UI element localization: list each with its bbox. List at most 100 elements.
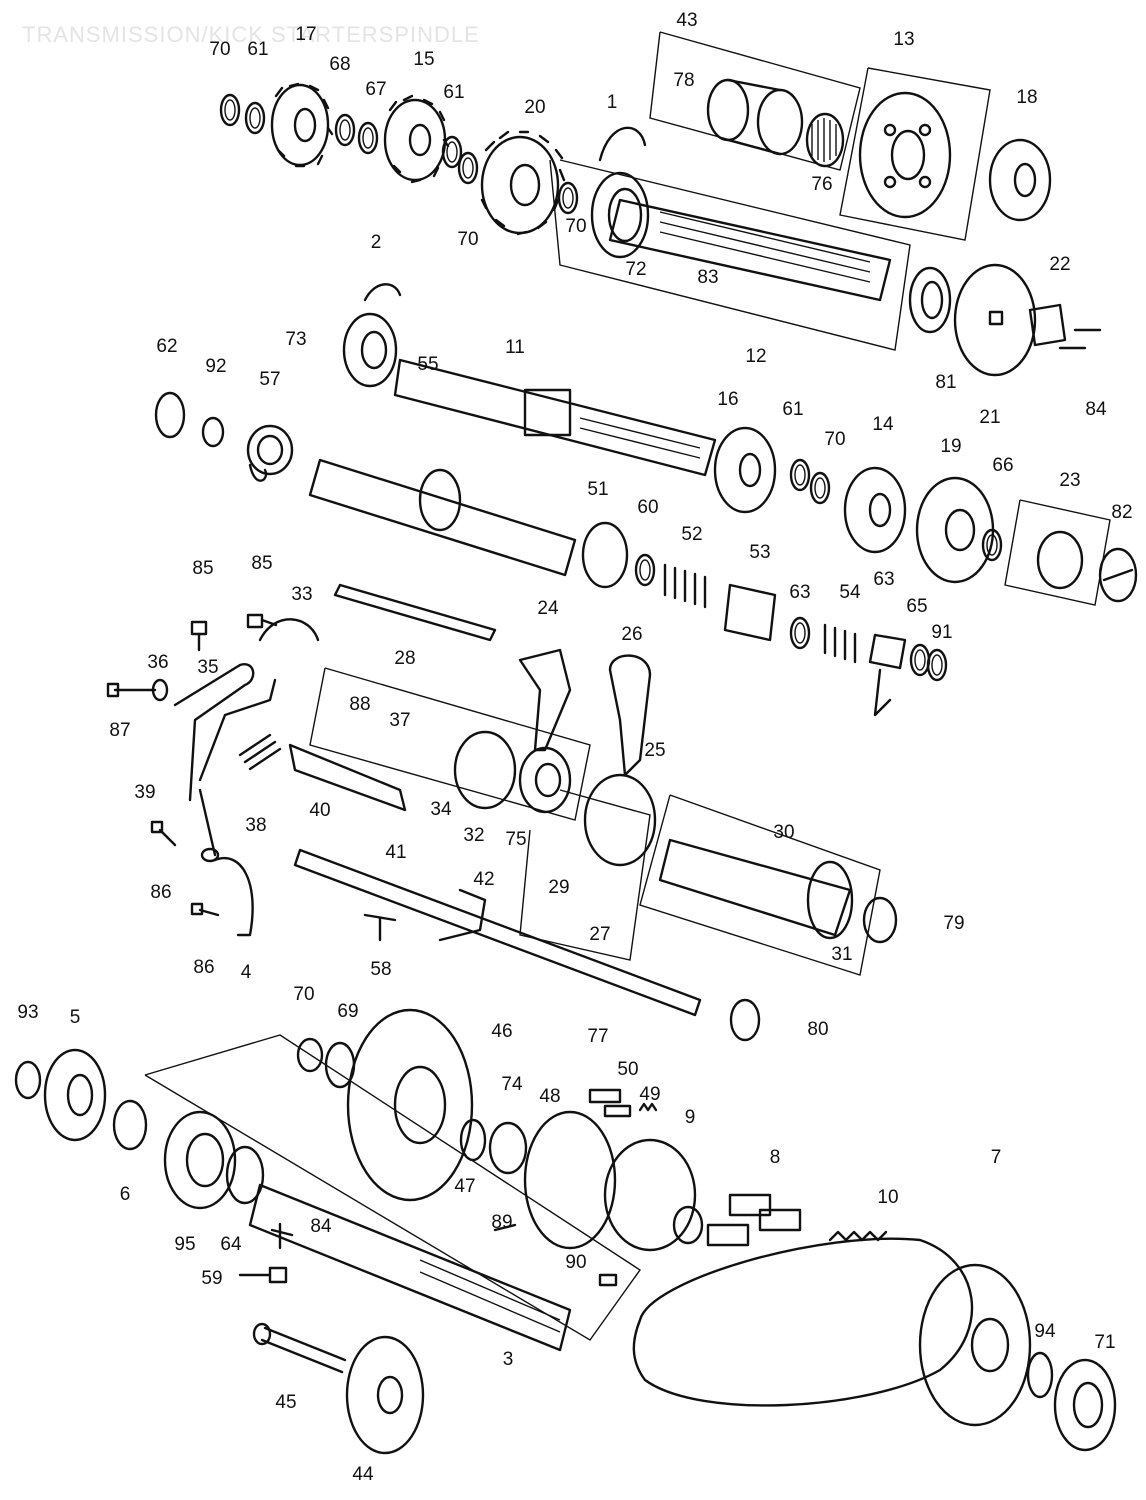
callout-60: 60 (637, 497, 658, 518)
callout-72: 72 (625, 259, 646, 280)
callout-85: 85 (192, 558, 213, 579)
ring-70-e (296, 1037, 324, 1073)
callout-62: 62 (156, 336, 177, 357)
gear-13 (858, 91, 952, 219)
ring-61-c (789, 458, 811, 492)
callout-61: 61 (782, 399, 803, 420)
ring-47 (459, 1118, 487, 1162)
shift-arm-39 (198, 678, 277, 863)
callout-88: 88 (349, 694, 370, 715)
assembly-box-12 (549, 159, 911, 351)
callout-81: 81 (935, 372, 956, 393)
callout-47: 47 (454, 1176, 475, 1197)
ring-60 (634, 553, 656, 587)
callout-34: 34 (430, 799, 452, 820)
gear-51 (581, 521, 629, 589)
callout-12: 12 (745, 346, 766, 367)
seal-81 (908, 266, 952, 334)
callout-46: 46 (491, 1021, 512, 1042)
callout-50: 50 (617, 1059, 638, 1080)
callout-70: 70 (293, 984, 314, 1005)
ring-70-c (557, 181, 579, 215)
callout-77: 77 (587, 1026, 608, 1047)
callout-59: 59 (201, 1268, 222, 1289)
bearing-95 (163, 1110, 237, 1210)
callout-63: 63 (789, 582, 810, 603)
gear-18 (988, 138, 1052, 222)
callout-55: 55 (417, 354, 438, 375)
plate-33 (258, 618, 320, 642)
callout-48: 48 (539, 1086, 560, 1107)
washer-64 (225, 1145, 265, 1205)
assembly-box-30 (639, 794, 881, 976)
callout-24: 24 (537, 598, 559, 619)
mainshaft-12 (608, 198, 892, 302)
assembly-box-43 (649, 31, 861, 171)
callout-44: 44 (352, 1464, 374, 1485)
callout-29: 29 (548, 877, 569, 898)
callout-37: 37 (389, 710, 410, 731)
callout-95: 95 (174, 1234, 195, 1255)
callout-84: 84 (310, 1216, 332, 1237)
pin-50 (603, 1104, 632, 1118)
callout-71: 71 (1094, 1332, 1115, 1353)
needle-bearing-76 (805, 112, 845, 168)
callout-11: 11 (505, 337, 525, 358)
bearing-71 (1053, 1358, 1117, 1452)
gear-19 (915, 476, 995, 584)
clip-91 (926, 648, 948, 682)
ring-70-b (457, 151, 479, 185)
screw-84-b (270, 1222, 294, 1250)
spring-52 (663, 563, 707, 609)
gear-5 (43, 1048, 107, 1142)
spring-92 (201, 416, 225, 448)
spring-49 (638, 1102, 658, 1112)
countershaft-11 (393, 358, 717, 477)
callout-43: 43 (676, 10, 697, 31)
callout-32: 32 (463, 825, 484, 846)
bolt-87 (106, 682, 157, 698)
gear-14 (843, 466, 907, 554)
callout-70: 70 (565, 216, 586, 237)
pin-58 (363, 913, 397, 942)
drum-plate-32 (453, 730, 517, 810)
shaft-45 (252, 1322, 347, 1374)
rollers-8 (706, 1193, 802, 1247)
callout-70: 70 (824, 429, 845, 450)
callout-49: 49 (639, 1084, 660, 1105)
callout-3: 3 (503, 1349, 514, 1370)
shift-drum-30 (658, 838, 854, 940)
needle-74 (488, 1121, 528, 1175)
callout-63: 63 (873, 569, 894, 590)
plate-4 (213, 857, 254, 937)
callout-89: 89 (491, 1212, 512, 1233)
callout-10: 10 (877, 1187, 898, 1208)
callout-16: 16 (717, 389, 738, 410)
assembly-box-kick (144, 1034, 641, 1341)
shift-fork-shaft-42 (293, 848, 702, 1017)
spring-57 (246, 424, 294, 482)
callout-14: 14 (872, 414, 894, 435)
callout-93: 93 (17, 1002, 38, 1023)
plate-22 (1028, 303, 1067, 347)
callout-13: 13 (893, 29, 914, 50)
gear-16 (713, 426, 777, 514)
callout-41: 41 (385, 842, 406, 863)
callout-66: 66 (992, 455, 1013, 476)
sprocket-7 (918, 1263, 1032, 1427)
part-90 (598, 1273, 618, 1287)
callout-22: 22 (1049, 254, 1070, 275)
fork-26 (608, 654, 652, 777)
washer-36 (151, 678, 169, 702)
callout-21: 21 (979, 407, 1000, 428)
callout-69: 69 (337, 1001, 358, 1022)
callout-82: 82 (1111, 502, 1132, 523)
ring-61-b (441, 135, 463, 169)
callout-5: 5 (70, 1007, 81, 1028)
callout-6: 6 (120, 1184, 131, 1205)
clutch-9 (603, 1138, 704, 1252)
bushing-6 (112, 1099, 148, 1151)
bolt-86-b (190, 902, 220, 917)
